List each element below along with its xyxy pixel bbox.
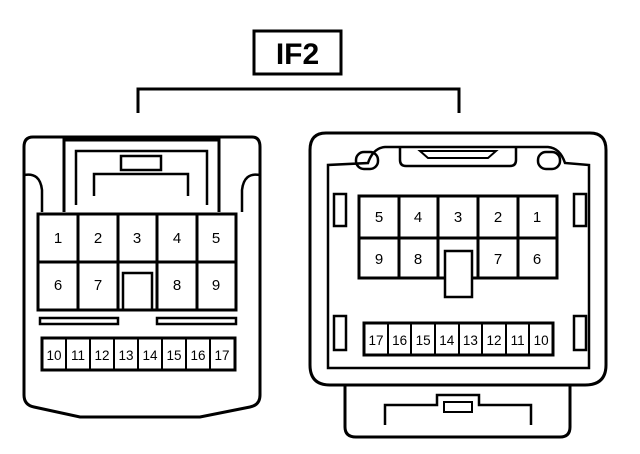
pin-label: 7: [94, 277, 102, 294]
pin-label: 17: [214, 348, 229, 363]
right-connector: [308, 131, 608, 439]
pin-label: 17: [368, 333, 383, 348]
pin-label: 13: [463, 333, 478, 348]
pin-label: 3: [454, 209, 462, 226]
pin-label: 13: [118, 348, 133, 363]
pin-label: 9: [375, 251, 383, 268]
pin-label: 6: [54, 277, 62, 294]
pin-label: 8: [414, 251, 422, 268]
pin-label: 9: [212, 277, 220, 294]
pin-label: 5: [375, 209, 383, 226]
pin-label: 10: [534, 333, 549, 348]
title-text: IF2: [276, 38, 319, 71]
pin-label: 2: [94, 230, 102, 247]
pin-label: 15: [166, 348, 181, 363]
title-label: IF2: [252, 29, 343, 76]
pin-label: 5: [212, 230, 220, 247]
pin-label: 10: [46, 348, 61, 363]
pin-label: 4: [414, 209, 422, 226]
pin-label: 14: [439, 333, 455, 348]
pin-label: 14: [142, 348, 158, 363]
pin-label: 8: [173, 277, 181, 294]
pin-label: 6: [533, 251, 541, 268]
pin-label: 12: [486, 333, 501, 348]
pin-label: 7: [494, 251, 502, 268]
pin-label: 3: [133, 230, 141, 247]
bracket: [136, 87, 461, 113]
pin-label: 1: [533, 209, 541, 226]
pin-label: 11: [511, 333, 525, 348]
pin-label: 2: [494, 209, 502, 226]
pin-label: 11: [71, 348, 85, 363]
pin-label: 16: [392, 333, 407, 348]
pin-label: 16: [190, 348, 205, 363]
pin-label: 4: [173, 230, 181, 247]
pin-label: 1: [54, 230, 62, 247]
pin-label: 15: [416, 333, 431, 348]
pin-label: 12: [94, 348, 109, 363]
left-connector: [22, 135, 262, 419]
